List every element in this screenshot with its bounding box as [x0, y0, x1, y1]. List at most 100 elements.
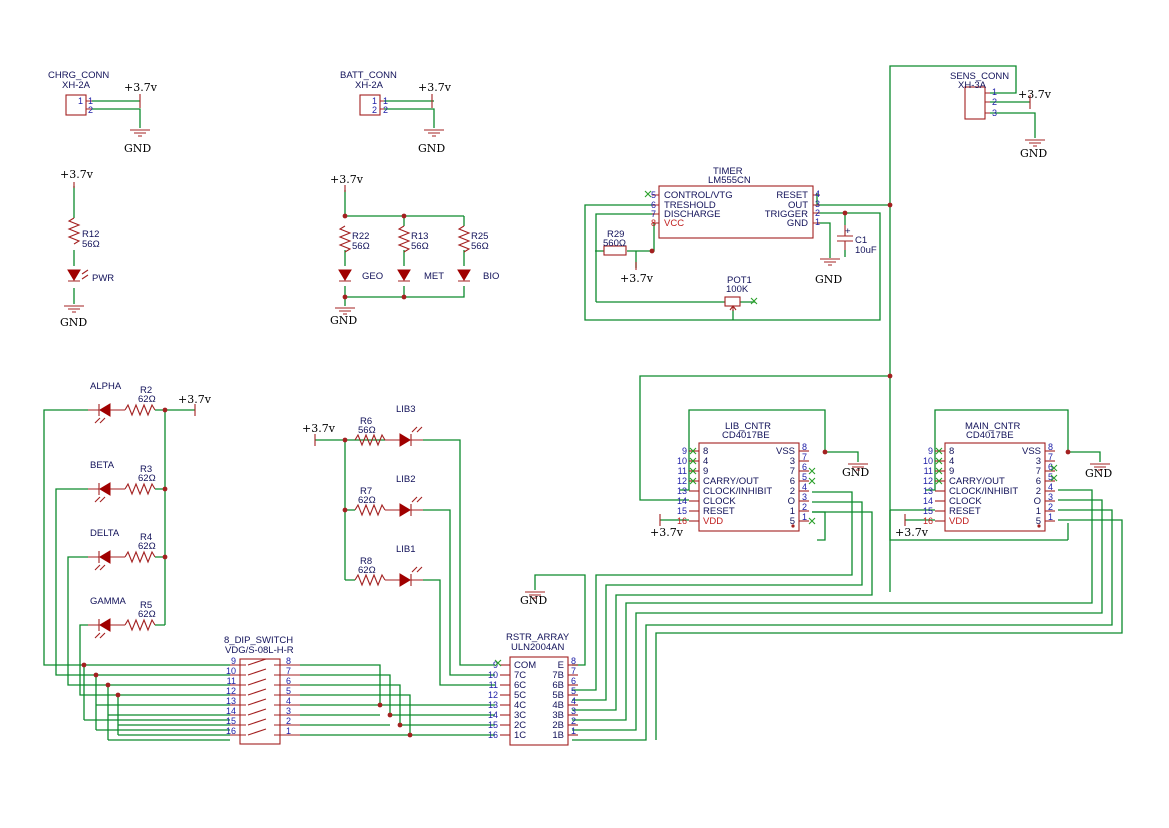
main-cntr-pin-13-num: 13 — [923, 486, 933, 496]
main-cntr-pin-8-num: 8 — [1048, 442, 1053, 452]
rstr-pin-12-name: 5C — [514, 690, 526, 701]
gnd-label-libcntr: GND — [842, 466, 869, 479]
gnd-label-chrg: GND — [124, 142, 151, 155]
main-cntr-pin-15-name: RESET — [949, 506, 981, 517]
timer-pin-2-num: 2 — [815, 208, 820, 218]
r6-ref: R6 — [360, 416, 372, 427]
lib-cntr-pin-12-num: 12 — [677, 476, 687, 486]
timer-pin-5-num: 5 — [651, 190, 656, 200]
lib-cntr-pin-13-name: CLOCK/INHIBIT — [703, 486, 772, 497]
rstr-pin-4-name: 4B — [552, 700, 564, 711]
main-cntr-pin-2-name: 1 — [1036, 506, 1041, 517]
dip-pin-9-num: 9 — [231, 656, 236, 666]
wires — [43, 65, 1123, 741]
dip-pin-12-num: 12 — [226, 686, 236, 696]
lib-cntr-pin-3-name: O — [788, 496, 795, 507]
r4-ref: R4 — [140, 532, 152, 543]
r7-value: 62Ω — [358, 495, 376, 506]
timer-pin-4-num: 4 — [815, 189, 820, 199]
rstr-pin-5-num: 5 — [571, 686, 576, 696]
main-cntr-pin-10-num: 10 — [923, 456, 933, 466]
main-cntr-pin-16-num: 16 — [923, 516, 933, 526]
r2-ref: R2 — [140, 385, 152, 396]
lib-cntr-pin-2-name: 1 — [790, 506, 795, 517]
r12-value: 56Ω — [82, 239, 100, 250]
lib1-led-icon — [399, 573, 411, 587]
timer-pin-3-num: 3 — [815, 199, 820, 209]
rstr-pin-6-name: 6B — [552, 680, 564, 691]
main-cntr-pin-2-num: 2 — [1048, 502, 1053, 512]
main-cntr-pin-10-name: 4 — [949, 456, 954, 467]
main-cntr-pin-6-name: 7 — [1036, 466, 1041, 477]
main-cntr-pin-1-name: 5 — [1036, 516, 1041, 527]
dip-pin-8-num: 8 — [286, 656, 291, 666]
dip-pin-7-num: 7 — [286, 666, 291, 676]
rstr-pin-14-name: 3C — [514, 710, 526, 721]
timer-parts: R29 560Ω + C1 10uF POT1 100K — [603, 225, 877, 311]
lib-cntr-pin-13-num: 13 — [677, 486, 687, 496]
gnd-label-pwr: GND — [60, 316, 87, 329]
geo-led-icon — [338, 269, 352, 281]
dip-ref: 8_DIP_SWITCH — [224, 635, 293, 646]
rstr-pin-16-num: 16 — [488, 730, 498, 740]
timer-pin-7-name: DISCHARGE — [664, 209, 720, 220]
timer-pin-5-name: CONTROL/VTG — [664, 190, 733, 201]
vcc-label-leds: +3.7v — [330, 173, 364, 186]
vcc-label-timer: +3.7v — [620, 272, 654, 285]
timer-pin-1-num: 1 — [815, 217, 820, 227]
lib-cntr-pin-5-name: 6 — [790, 476, 795, 487]
lib-cntr-pin-16-name: VDD — [703, 516, 723, 527]
c1-ref: C1 — [855, 235, 867, 246]
lib-cntr-pin-4-name: 2 — [790, 486, 795, 497]
timer-pin-8-name: VCC — [664, 218, 684, 229]
lib-cntr-pin-10-num: 10 — [677, 456, 687, 466]
main-cntr-pin-4-name: 2 — [1036, 486, 1041, 497]
sens-conn-value: XH-3A — [958, 80, 987, 91]
lib-cntr-pin-8-num: 8 — [802, 442, 807, 452]
r25-ref: R25 — [471, 231, 488, 242]
main-cntr-pin-11-num: 11 — [924, 466, 933, 476]
main-cntr-value: CD4017BE — [966, 430, 1014, 441]
chrg-connector: CHRG_CONN XH-2A 1 1 2 — [48, 70, 109, 116]
pwr-led-label: PWR — [92, 273, 114, 284]
batt-connector: BATT_CONN XH-2A 1 2 1 2 — [340, 70, 397, 116]
rstr-pin-15-num: 15 — [488, 720, 498, 730]
gamma-led-icon — [99, 618, 111, 632]
chrg-pin-1b: 1 — [88, 96, 93, 106]
batt-conn-ref: BATT_CONN — [340, 70, 397, 81]
rstr-value: ULN2004AN — [511, 642, 564, 653]
vcc-label-greek: +3.7v — [178, 393, 212, 406]
lib-cntr-pin-14-num: 14 — [677, 496, 687, 506]
sens-pin-1: 1 — [992, 87, 997, 97]
dip-switch: 8_DIP_SWITCH VDG/S-08L-H-R 9101112131415… — [224, 635, 300, 745]
batt-pin-2: 2 — [372, 105, 377, 115]
lib-cntr-pin-4-num: 4 — [802, 482, 807, 492]
geo-led-label: GEO — [362, 271, 383, 282]
dip-pin-1-num: 1 — [286, 726, 291, 736]
pwr-led-icon — [67, 269, 81, 281]
lib-cntr-pin-6-name: 7 — [790, 466, 795, 477]
pwr-led-circuit: R12 56Ω PWR — [67, 217, 114, 284]
main-cntr-pin-12-name: CARRY/OUT — [949, 476, 1005, 487]
rstr-pin-1-num: 1 — [571, 726, 576, 736]
main-cntr-pin-14-num: 14 — [923, 496, 933, 506]
lib-cntr-pin-10-name: 4 — [703, 456, 708, 467]
chrg-conn-ref: CHRG_CONN — [48, 70, 109, 81]
delta-led-icon — [99, 550, 111, 564]
rstr-pin-3-num: 3 — [571, 706, 576, 716]
pot1-value: 100K — [726, 284, 749, 295]
main-cntr-pin-9-num: 9 — [928, 446, 933, 456]
rstr-pin-5-name: 5B — [552, 690, 564, 701]
main-cntr-pin-5-name: 6 — [1036, 476, 1041, 487]
rstr-pin-14-num: 14 — [488, 710, 498, 720]
r2-value: 62Ω — [138, 394, 156, 405]
lib-cntr-pin-15-name: RESET — [703, 506, 735, 517]
r6-value: 56Ω — [358, 425, 376, 436]
vcc-label-sens: +3.7v — [1018, 88, 1052, 101]
rstr-pin-3-name: 3B — [552, 710, 564, 721]
rstr-pin-9-name: COM — [514, 660, 536, 671]
sens-connector: SENS_CONN XH-3A 1 2 3 — [950, 71, 1009, 120]
r8-ref: R8 — [360, 556, 372, 567]
